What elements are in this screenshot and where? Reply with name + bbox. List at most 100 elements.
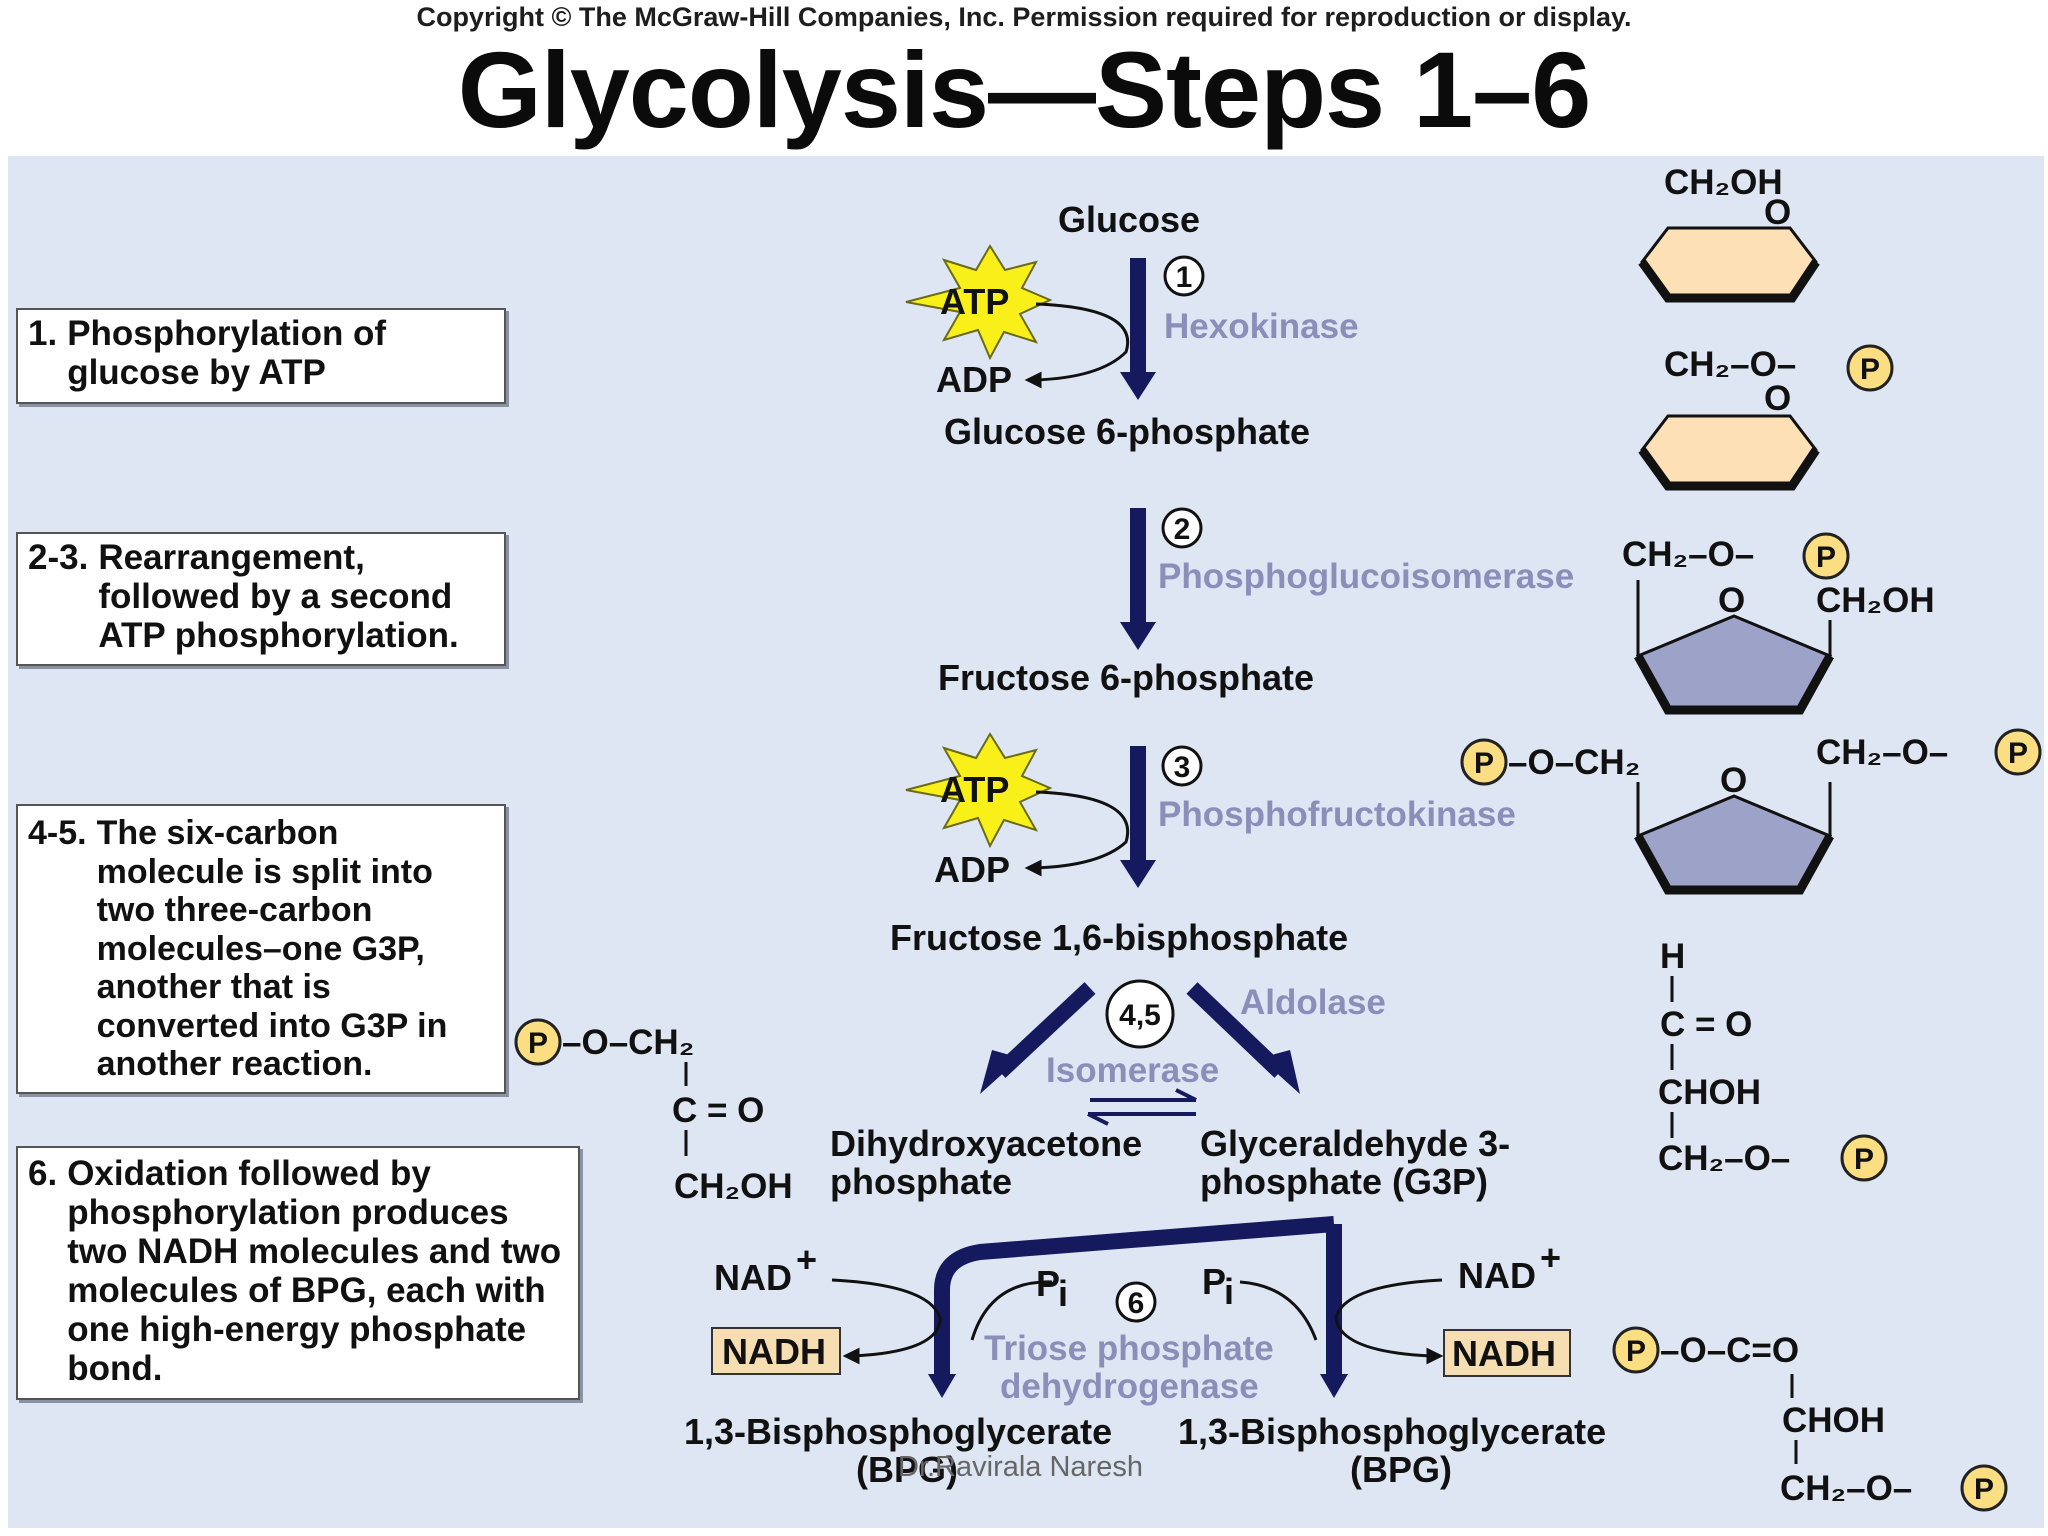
svg-text:CH₂–O–: CH₂–O– [1780,1469,1912,1508]
arrow-step-1 [1130,258,1146,378]
svg-text:CH₂–O–: CH₂–O– [1664,345,1796,384]
svg-text:CH₂OH: CH₂OH [1664,163,1783,202]
svg-text:P: P [1626,1335,1646,1368]
adp-label-1: ADP [936,359,1012,400]
enzyme-isomerase: Isomerase [1046,1051,1219,1090]
bpg-right-label-line1: 1,3-Bisphosphoglycerate [1178,1411,1606,1452]
nad-curves [831,1278,1444,1365]
g3p-label-line2: phosphate (G3P) [1200,1161,1488,1202]
nadh-left-box [711,1327,841,1375]
step-6-left-path [934,1216,1335,1382]
equilibrium-arrows [1087,1088,1197,1126]
g3p-label-line1: Glyceraldehyde 3- [1200,1123,1510,1164]
bpg-left-label-line1: 1,3-Bisphosphoglycerate [684,1411,1112,1452]
atp-burst-1: ATP [905,244,1053,361]
enzyme-hexokinase: Hexokinase [1164,307,1359,346]
svg-text:CHOH: CHOH [1782,1401,1885,1440]
note-step-4-5-number: 4-5. [28,814,87,852]
svg-text:CH₂OH: CH₂OH [674,1167,793,1206]
svg-text:CH₂–O–: CH₂–O– [1658,1139,1790,1178]
f6p-structure: CH₂–O– P CH₂OH O [1622,532,1935,715]
note-step-2-3: 2-3.Rearrangement, followed by a second … [16,532,506,666]
enzyme-phosphofructokinase: Phosphofructokinase [1158,795,1516,834]
svg-text:C = O: C = O [1660,1005,1752,1044]
svg-text:–O–CH₂: –O–CH₂ [1508,743,1640,782]
svg-text:CHOH: CHOH [1658,1073,1761,1112]
f16bp-structure: P –O–CH₂ CH₂–O– P O [1460,728,2042,895]
svg-text:O: O [1718,581,1745,620]
g6p-ring [1640,414,1818,488]
pi-right-label: P [1202,1261,1226,1302]
nadh-right-label: NADH [1452,1333,1556,1374]
copyright-notice: Copyright © The McGraw-Hill Companies, I… [416,2,1632,32]
step-6-right-head [1320,1374,1348,1398]
svg-text:–O–CH₂: –O–CH₂ [562,1023,694,1062]
fructose-6-phosphate-label: Fructose 6-phosphate [938,657,1314,698]
glucose-ring [1640,226,1818,300]
atp-adp-arrows [1024,302,1130,877]
svg-text:–O–C=O: –O–C=O [1660,1331,1799,1370]
svg-text:H: H [1660,937,1685,976]
nad-left-sup: + [796,1239,817,1280]
nadh-left-label: NADH [722,1331,826,1372]
glucose-structure: CH₂OH O [1638,163,1820,303]
nadh-right-box [1443,1329,1571,1377]
svg-text:P: P [1854,1143,1874,1176]
note-step-4-5-text: The six-carbon molecule is split into tw… [96,814,448,1083]
dhap-label-line1: Dihydroxyacetone [830,1123,1142,1164]
fructose-1-6-bisphosphate-label: Fructose 1,6-bisphosphate [890,917,1348,958]
enzyme-aldolase: Aldolase [1240,983,1386,1022]
bpg-right-label-line2: (BPG) [1350,1449,1452,1490]
note-step-6: 6.Oxidation followed by phosphorylation … [16,1146,580,1400]
note-step-1-number: 1. [28,314,58,353]
bpg-left-label-line2: (BPG) [856,1449,958,1490]
arrow-step-2 [1130,508,1146,628]
pi-right-sub: i [1224,1271,1234,1312]
svg-text:CH₂OH: CH₂OH [1816,581,1935,620]
atp-label-2: ATP [940,769,1009,810]
nad-left-label: NAD [714,1257,792,1298]
note-step-2-3-number: 2-3. [28,538,89,577]
atp-burst-2: ATP [905,732,1053,849]
svg-text:P: P [1474,747,1494,780]
arrow-step-2-head [1120,622,1156,650]
arrow-step-3 [1130,746,1146,866]
svg-text:CH₂–O–: CH₂–O– [1816,733,1948,772]
step-number-6: 6 [1115,1281,1157,1323]
step-number-2: 2 [1161,507,1203,549]
step-6-left-head [928,1374,956,1398]
pi-left-sub: i [1058,1273,1068,1314]
arrow-to-g3p-head [1260,1050,1300,1094]
svg-text:4,5: 4,5 [1119,999,1161,1032]
note-step-6-number: 6. [28,1154,58,1193]
g3p-structure: H C = O CHOH CH₂–O– P [1658,937,1888,1182]
main-arrows [1120,258,1156,888]
svg-text:CH₂–O–: CH₂–O– [1622,535,1754,574]
note-step-2-3-text: Rearrangement, followed by a second ATP … [98,538,459,655]
svg-text:1: 1 [1176,261,1193,294]
svg-text:P: P [1860,353,1880,386]
f16bp-ring [1635,794,1833,892]
step-6-arrows [928,1216,1348,1398]
arrow-step-1-head [1120,372,1156,400]
svg-text:P: P [2008,737,2028,770]
page-title: Glycolysis—Steps 1–6 [457,29,1592,150]
nad-right-label: NAD [1458,1255,1536,1296]
step-number-3: 3 [1161,745,1203,787]
atp-label-1: ATP [940,281,1009,322]
svg-text:6: 6 [1128,1287,1145,1320]
step-number-1: 1 [1163,255,1205,297]
svg-text:P: P [1816,541,1836,574]
g6p-structure: CH₂–O– P O [1638,344,1894,491]
svg-text:P: P [528,1027,548,1060]
step-number-4-5: 4,5 [1105,979,1175,1049]
pi-left-label: P [1036,1263,1060,1304]
watermark: Dr.Ravirala Naresh [898,1451,1143,1483]
bpg-structure: P –O–C=O CHOH CH₂–O– P [1612,1326,2008,1512]
glucose-label: Glucose [1058,199,1200,240]
svg-text:O: O [1764,193,1791,232]
dhap-structure: P –O–CH₂ C = O CH₂OH [514,1018,793,1206]
arrow-to-dhap-head [980,1050,1020,1094]
svg-text:O: O [1720,761,1747,800]
